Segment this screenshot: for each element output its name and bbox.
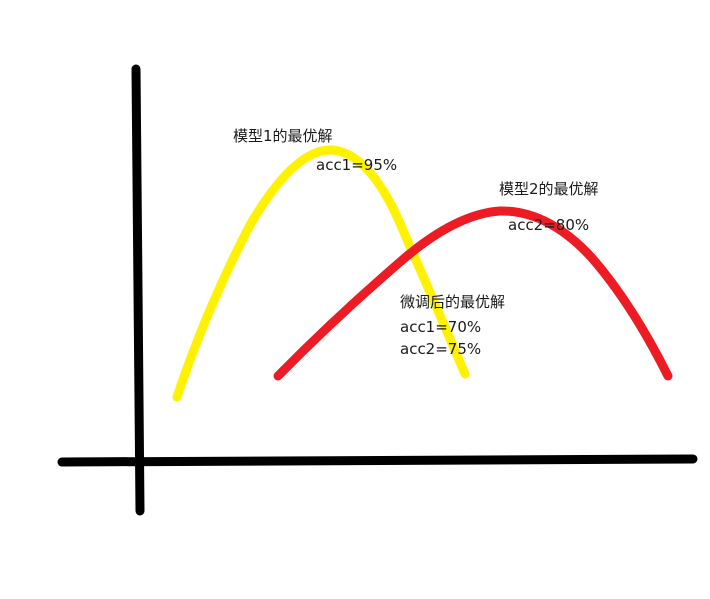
model2-accuracy-label: acc2=80% <box>508 216 590 234</box>
model1-optimum-label: 模型1的最优解 <box>233 127 333 145</box>
x-axis <box>57 454 698 467</box>
model1-curve <box>172 145 470 402</box>
model1-accuracy-label: acc1=95% <box>316 156 398 174</box>
model2-optimum-label: 模型2的最优解 <box>499 180 599 198</box>
finetuned-acc2-label: acc2=75% <box>400 340 482 358</box>
y-axis <box>131 64 145 516</box>
finetuned-optimum-label: 微调后的最优解 <box>400 293 506 311</box>
finetuned-acc1-label: acc1=70% <box>400 318 482 336</box>
model2-curve <box>273 206 673 381</box>
